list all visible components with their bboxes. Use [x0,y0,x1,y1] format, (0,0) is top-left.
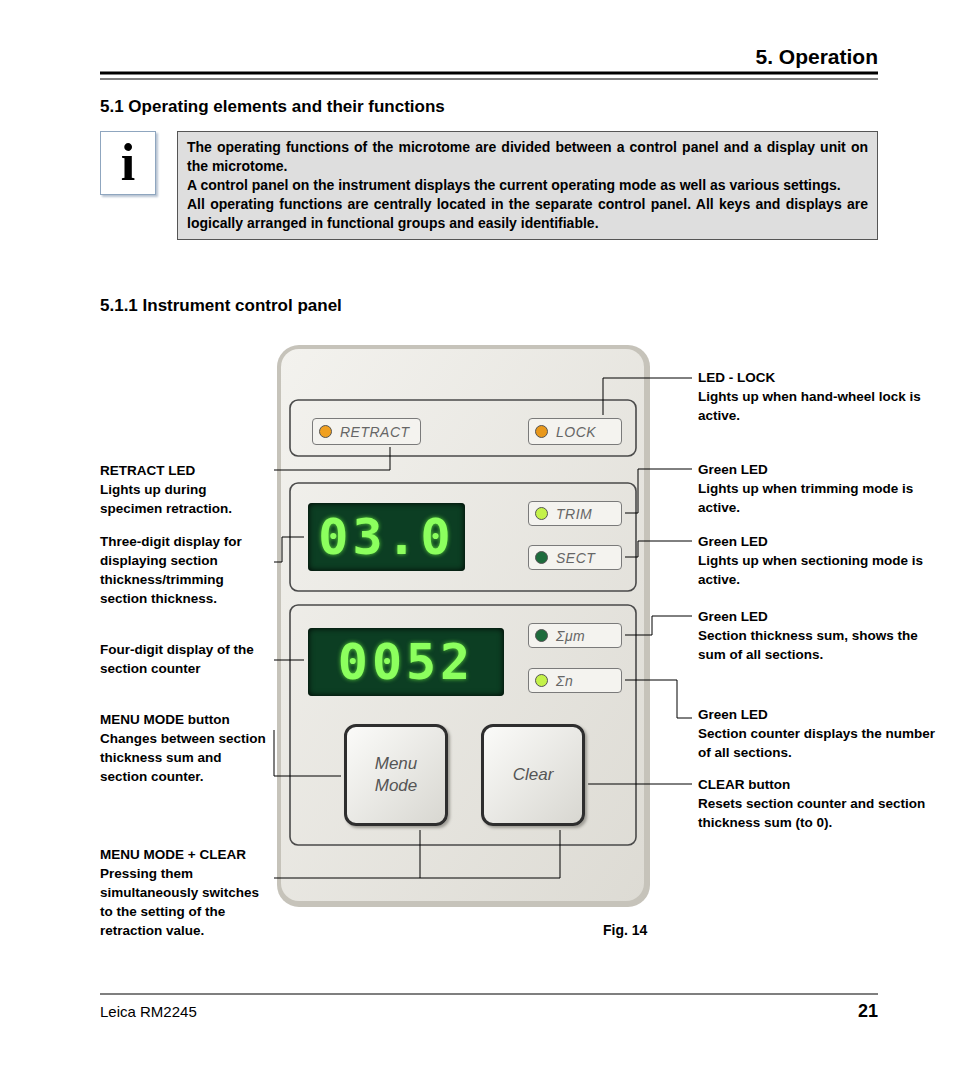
node-text: Clear [513,764,554,786]
panel-group-frame [290,400,636,456]
panel-group-frame [290,483,636,591]
info-icon: i [100,131,156,195]
led-indicator-box: TRIM [528,501,622,526]
push-button: Menu Mode [344,724,448,826]
callout-text: Three-digit display for displaying secti… [100,532,268,608]
callout-text: Section thickness sum, shows the sum of … [698,626,938,664]
callout-text: Pressing them simultaneously switches to… [100,864,268,940]
callout-heading: Green LED [698,705,768,724]
led-light [535,551,548,564]
led-light [535,507,548,520]
leader-line [274,537,304,562]
figure-caption: Fig. 14 [603,922,647,938]
leader-line [625,469,692,513]
node-text: RETRACT [340,424,410,440]
callout-text: Lights up during specimen retraction. [100,480,268,518]
node-text: TRIM [556,506,592,522]
leader-line [420,830,421,878]
callout-text: Lights up when trimming mode is active. [698,479,938,517]
chapter-title: 5. Operation [755,45,878,69]
led-light [535,629,548,642]
node-text: The operating functions of the microtome… [187,138,868,176]
leader-line [274,730,341,776]
led-light [535,425,548,438]
leader-line [625,616,692,635]
panel-housing [277,345,650,907]
callout-text: Section counter displays the number of a… [698,724,938,762]
callout-text: Lights up when sectioning mode is active… [698,551,938,589]
callout-text: Changes between section thickness sum an… [100,729,268,786]
push-button: Clear [481,724,585,826]
callout-heading: CLEAR button [698,775,790,794]
callout-heading: LED - LOCK [698,368,775,387]
callout-text: Resets section counter and section thick… [698,794,938,832]
info-box: The operating functions of the microtome… [177,131,878,240]
leader-line [274,660,304,661]
digit-display: 0052 [308,628,504,696]
leader-line [588,784,692,785]
panel-group-frame [290,605,636,845]
led-indicator-box: RETRACT [312,418,421,445]
led-light [319,425,332,438]
node-text: 0052 [338,634,474,690]
led-indicator-box: Σn [528,668,622,693]
panel-face [281,349,644,901]
callout-text: Lights up when hand-wheel lock is active… [698,387,938,425]
leader-line [274,447,390,470]
node-text: 03.0 [318,509,454,565]
leader-line [625,680,692,718]
page-number: 21 [858,1001,878,1022]
digit-display: 03.0 [308,503,465,571]
section-heading: 5.1 Operating elements and their functio… [100,97,445,117]
leader-line [274,830,560,878]
led-indicator-box: Σμm [528,623,622,648]
callout-heading: RETRACT LED [100,461,195,480]
node-text: Σμm [556,628,585,644]
title-rule [100,79,878,80]
node-text: Menu Mode [365,753,427,797]
footer-rule [100,993,878,994]
section-heading: 5.1.1 Instrument control panel [100,296,342,316]
led-indicator-box: SECT [528,545,622,570]
leader-line [625,541,692,557]
callout-heading: MENU MODE button [100,710,230,729]
node-text: All operating functions are centrally lo… [187,195,868,233]
node-text: SECT [556,550,595,566]
title-rule [100,72,878,75]
callout-heading: Green LED [698,460,768,479]
led-indicator-box: LOCK [528,418,622,445]
footer-text: Leica RM2245 [100,1003,197,1020]
leader-lines [274,378,692,878]
callout-heading: Green LED [698,532,768,551]
node-text: A control panel on the instrument displa… [187,176,868,195]
node-text: Σn [556,673,573,689]
callout-heading: MENU MODE + CLEAR [100,845,246,864]
led-light [535,674,548,687]
leader-line [603,378,692,415]
callout-heading: Green LED [698,607,768,626]
node-text: LOCK [556,424,596,440]
node-text: i [121,137,135,189]
callout-text: Four-digit display of the section counte… [100,640,268,678]
